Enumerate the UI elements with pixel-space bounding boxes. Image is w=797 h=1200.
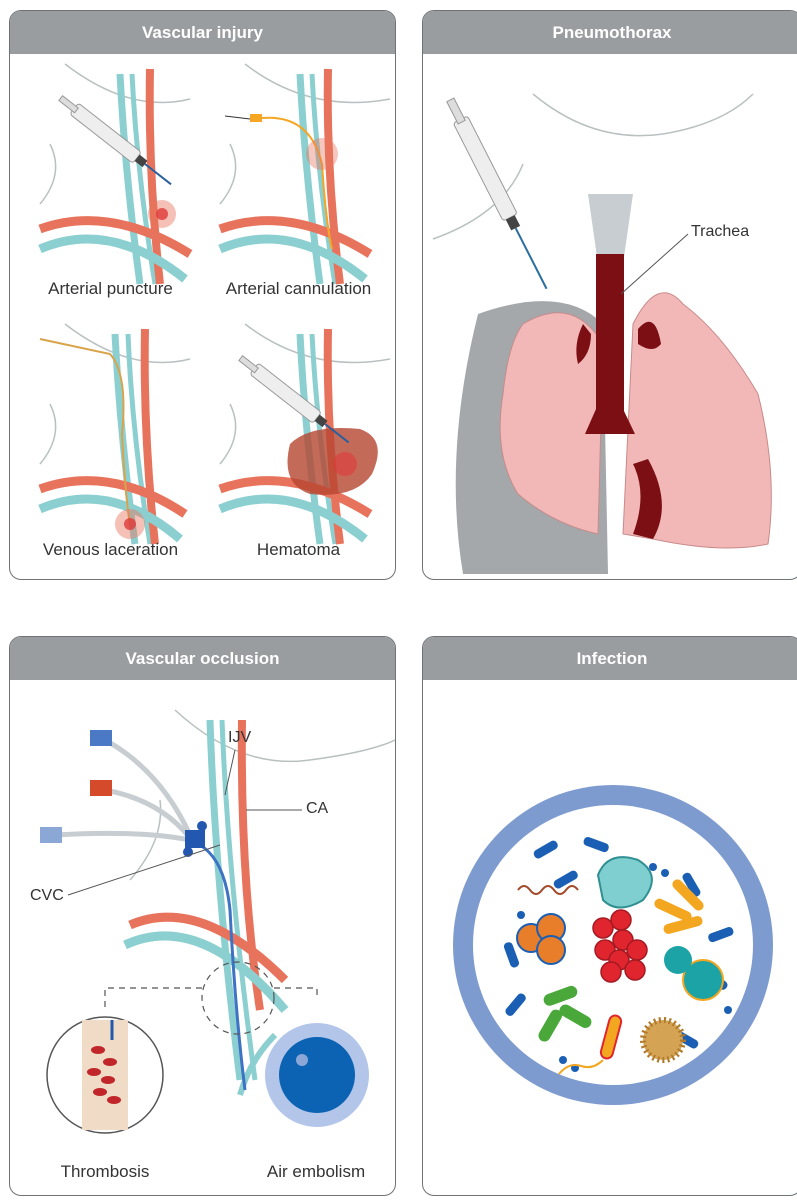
infection-panel: Infection [422,636,797,1196]
pneumothorax-illustration [423,54,797,580]
vascular-injury-panel: Vascular injury [9,10,396,580]
caption-air-embolism: Air embolism [246,1162,386,1182]
hematoma-drawing [220,324,390,544]
label-trachea: Trachea [691,223,749,241]
caption-venous-laceration: Venous laceration [18,540,203,560]
vascular-occlusion-panel: Vascular occlusion [9,636,396,1196]
arterial-puncture-drawing [40,64,190,284]
trachea [596,254,624,414]
pneumothorax-title: Pneumothorax [423,11,797,54]
label-ijv: IJV [228,729,251,747]
label-ca: CA [306,800,328,818]
vascular-occlusion-title: Vascular occlusion [10,637,395,680]
vascular-injury-illustration [10,54,396,580]
infection-illustration [423,680,797,1196]
thrombosis-inset [47,1017,163,1133]
venous-laceration-drawing [40,324,190,544]
vascular-occlusion-illustration [10,680,396,1196]
caption-arterial-cannulation: Arterial cannulation [206,279,391,299]
label-cvc: CVC [30,887,64,905]
caption-arterial-puncture: Arterial puncture [18,279,203,299]
vascular-injury-title: Vascular injury [10,11,395,54]
caption-hematoma: Hematoma [206,540,391,560]
infection-title: Infection [423,637,797,680]
pneumothorax-panel: Pneumothorax Trachea [422,10,797,580]
arterial-cannulation-drawing [220,64,390,284]
air-embolism-inset [265,1023,369,1127]
caption-thrombosis: Thrombosis [30,1162,180,1182]
